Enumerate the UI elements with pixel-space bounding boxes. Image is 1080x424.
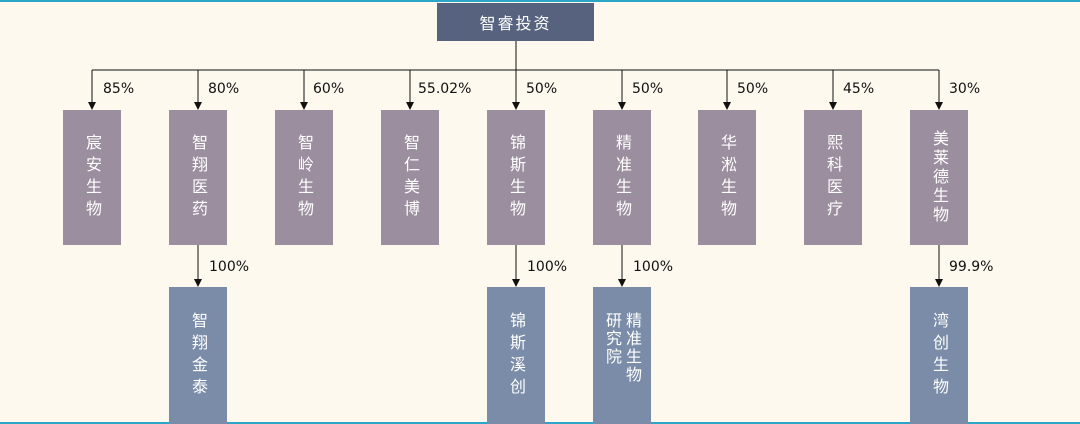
subsidiary-label: 智仁美博 xyxy=(401,133,420,222)
subsidiary-label: 华淞生物 xyxy=(718,133,737,222)
arrowhead xyxy=(618,102,626,110)
subsidiary-label: 美莱德生物 xyxy=(930,130,949,225)
arrowhead xyxy=(194,279,202,287)
ownership-percent: 45% xyxy=(843,81,875,97)
second-level-label: 精准生物研究院 xyxy=(603,311,642,384)
second-level-label: 智翔金泰 xyxy=(189,311,208,400)
ownership-percent: 30% xyxy=(949,81,981,97)
subsidiary-node: 智翔医药 xyxy=(169,110,227,245)
ownership-percent: 50% xyxy=(632,81,664,97)
second-level-label: 湾创生物 xyxy=(930,311,949,400)
subsidiary-node: 宸安生物 xyxy=(63,110,121,245)
ownership-percent: 50% xyxy=(526,81,558,97)
arrowhead xyxy=(406,102,414,110)
arrowhead xyxy=(512,102,520,110)
root-node: 智睿投资 xyxy=(437,3,594,41)
ownership-percent: 60% xyxy=(313,81,345,97)
ownership-percent: 50% xyxy=(737,81,769,97)
ownership-percent: 85% xyxy=(103,81,135,97)
subsidiary-label: 熙科医疗 xyxy=(824,133,843,222)
ownership-percent: 55.02% xyxy=(418,81,472,97)
arrowhead xyxy=(194,102,202,110)
subsidiary-node: 精准生物 xyxy=(593,110,651,245)
arrowhead xyxy=(618,279,626,287)
ownership-percent: 80% xyxy=(208,81,240,97)
subsidiary-label: 宸安生物 xyxy=(83,133,102,222)
second-level-node: 精准生物研究院 xyxy=(593,287,651,424)
arrowhead xyxy=(88,102,96,110)
ownership-percent: 100% xyxy=(633,259,674,275)
subsidiary-node: 华淞生物 xyxy=(698,110,756,245)
ownership-percent: 99.9% xyxy=(949,259,994,275)
ownership-percent: 100% xyxy=(527,259,568,275)
second-level-node: 锦斯溪创 xyxy=(487,287,545,424)
arrowhead xyxy=(829,102,837,110)
subsidiary-node: 智岭生物 xyxy=(275,110,333,245)
arrowhead xyxy=(300,102,308,110)
arrowhead xyxy=(512,279,520,287)
subsidiary-label: 智岭生物 xyxy=(295,133,314,222)
subsidiary-node: 熙科医疗 xyxy=(804,110,862,245)
arrowhead xyxy=(723,102,731,110)
subsidiary-label: 智翔医药 xyxy=(189,133,208,222)
second-level-node: 智翔金泰 xyxy=(169,287,227,424)
root-label: 智睿投资 xyxy=(479,14,552,33)
ownership-percent: 100% xyxy=(209,259,250,275)
second-level-label: 锦斯溪创 xyxy=(507,311,526,400)
subsidiary-node: 锦斯生物 xyxy=(487,110,545,245)
subsidiary-label: 精准生物 xyxy=(613,133,632,222)
subsidiary-node: 美莱德生物 xyxy=(910,110,968,245)
arrowhead xyxy=(935,102,943,110)
top-border xyxy=(0,0,1080,2)
second-level-node: 湾创生物 xyxy=(910,287,968,424)
subsidiary-node: 智仁美博 xyxy=(381,110,439,245)
subsidiary-label: 锦斯生物 xyxy=(507,133,526,222)
arrowhead xyxy=(935,279,943,287)
